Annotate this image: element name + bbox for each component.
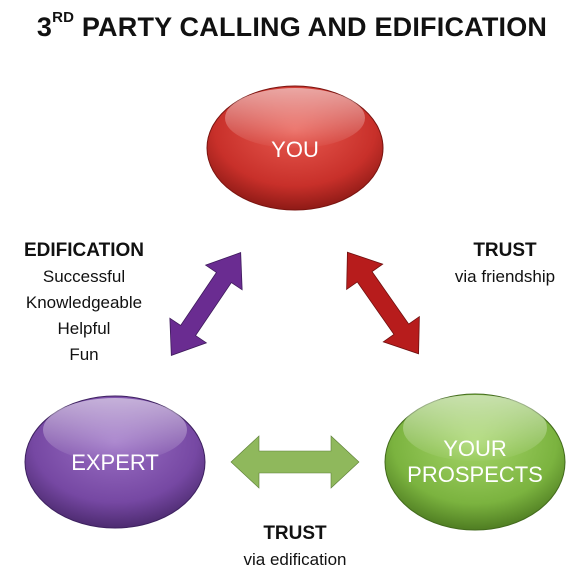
- edification-annotation: EDIFICATION Successful Knowledgeable Hel…: [5, 238, 163, 368]
- arrow-you-prospects: [346, 251, 420, 355]
- you-label-text: YOU: [271, 137, 319, 162]
- trust-edification-subtext: via edification: [243, 550, 347, 569]
- edification-item: Fun: [69, 345, 99, 364]
- node-expert-circle: [24, 395, 206, 529]
- node-prospects-circle: [384, 393, 566, 531]
- expert-label-text: EXPERT: [71, 450, 159, 475]
- prospects-label-line1: YOUR: [443, 436, 507, 461]
- edification-item: Knowledgeable: [25, 293, 143, 312]
- title-text: PARTY CALLING AND EDIFICATION: [81, 12, 548, 42]
- trust-friendship-subtext: via friendship: [454, 267, 556, 286]
- arrow-expert-prospects: [230, 435, 360, 489]
- arrow-you-expert: [169, 252, 243, 356]
- edification-heading: EDIFICATION: [24, 240, 144, 261]
- edification-item: Successful: [42, 267, 126, 286]
- title-number: 3: [36, 12, 53, 42]
- trust-edification-annotation: TRUST via edification: [210, 521, 380, 573]
- diagram-title: 3RD PARTY CALLING AND EDIFICATION: [0, 9, 584, 43]
- node-expert-label: EXPERT: [35, 450, 195, 476]
- trust-friendship-heading: TRUST: [473, 240, 537, 261]
- trust-edification-heading: TRUST: [263, 523, 327, 544]
- trust-friendship-annotation: TRUST via friendship: [430, 238, 580, 290]
- title-superscript: RD: [52, 9, 75, 26]
- node-prospects-label: YOUR PROSPECTS: [380, 436, 570, 488]
- node-you-circle: [206, 85, 384, 211]
- edification-item: Helpful: [57, 319, 111, 338]
- prospects-label-line2: PROSPECTS: [407, 462, 543, 487]
- node-you-label: YOU: [215, 137, 375, 163]
